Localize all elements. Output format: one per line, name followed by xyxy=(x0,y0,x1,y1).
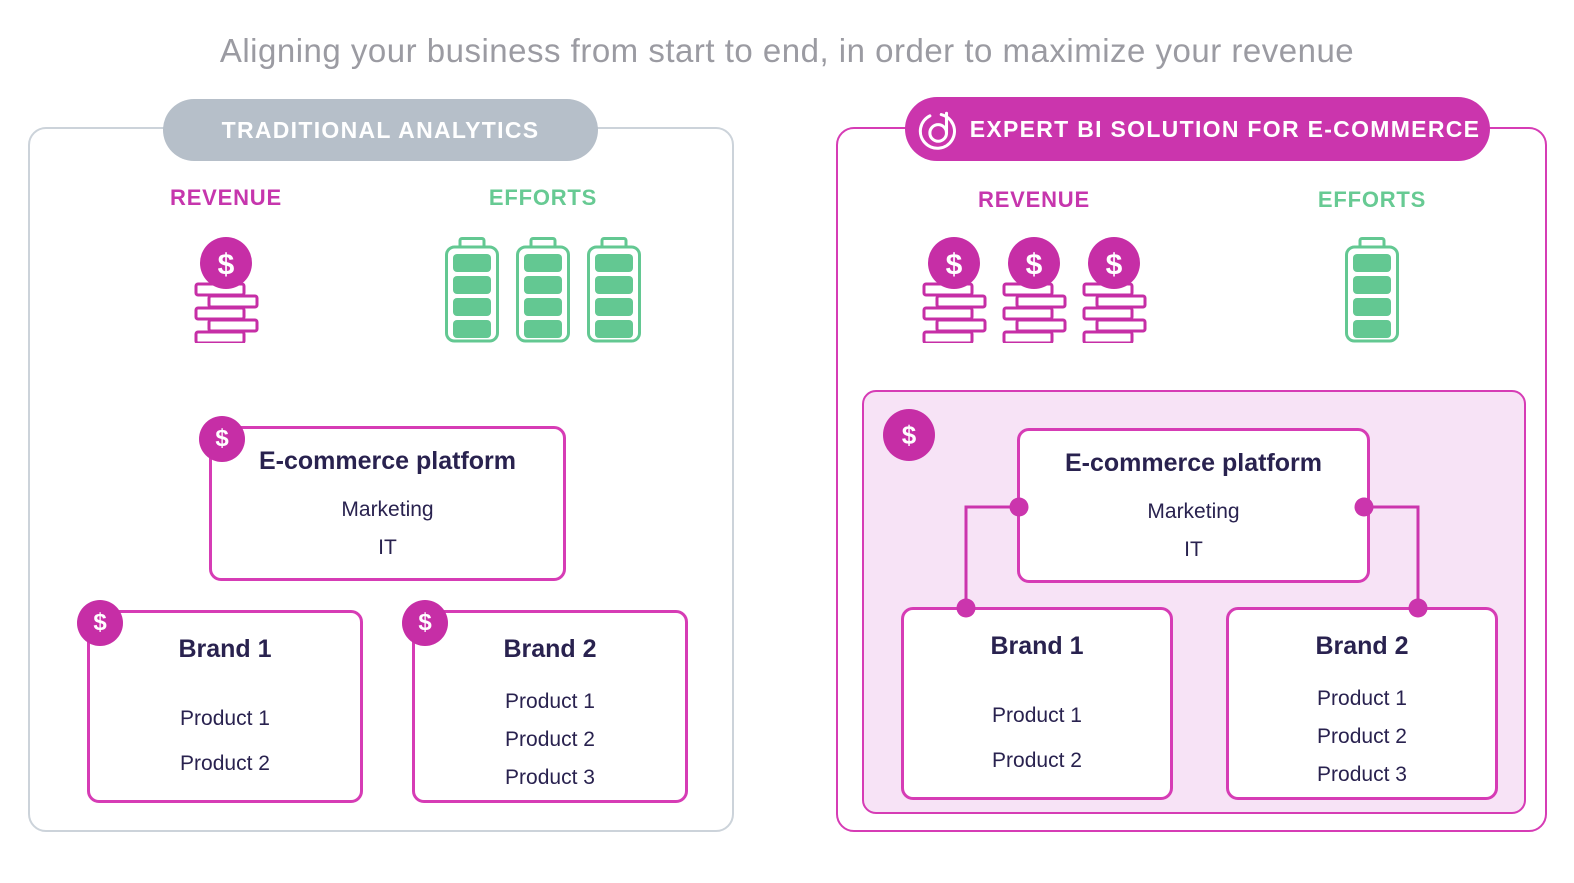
coin-stack-icon: $ xyxy=(1082,237,1147,343)
header-label: TRADITIONAL ANALYTICS xyxy=(221,116,540,143)
brand2-box: Brand 2 Product 1 Product 2 Product 3 xyxy=(1226,607,1498,800)
brand2-box: $ Brand 2 Product 1 Product 2 Product 3 xyxy=(402,600,688,803)
expert-bi-header: EXPERT BI SOLUTION FOR E-COMMERCE xyxy=(905,97,1490,161)
header-label: EXPERT BI SOLUTION FOR E-COMMERCE xyxy=(969,115,1481,142)
revenue-label: REVENUE xyxy=(978,187,1090,212)
panel-expert-bi-solution: REVENUE EFFORTS $ xyxy=(836,127,1547,832)
connector-line-brand2 xyxy=(1364,505,1420,608)
box-title: E-commerce platform xyxy=(1064,449,1323,477)
unified-solution-container: $ E-commerce platform Marketing IT xyxy=(862,390,1526,814)
battery-icon xyxy=(445,237,499,343)
platform-item: Marketing xyxy=(1147,500,1240,523)
connector-line-brand1 xyxy=(964,505,1018,608)
box-title: Brand 2 xyxy=(1315,632,1409,660)
platform-item: IT xyxy=(378,536,397,559)
box-title: Brand 2 xyxy=(503,635,597,663)
box-title: E-commerce platform xyxy=(258,447,517,475)
battery-icon xyxy=(516,237,570,343)
brand1-box: Brand 1 Product 1 Product 2 xyxy=(901,607,1173,800)
product-item: Product 2 xyxy=(505,728,595,751)
efforts-batteries xyxy=(1345,237,1399,343)
dollar-badge: $ xyxy=(199,416,245,462)
coin-stack-icon: $ xyxy=(194,237,259,343)
brand-logo-icon xyxy=(918,111,956,150)
svg-text:$: $ xyxy=(218,249,235,282)
svg-text:$: $ xyxy=(1106,249,1123,282)
product-item: Product 1 xyxy=(180,707,270,730)
revenue-label: REVENUE xyxy=(170,185,282,210)
product-item: Product 1 xyxy=(1317,687,1407,710)
brand1-box: $ Brand 1 Product 1 Product 2 xyxy=(77,600,363,803)
platform-item: IT xyxy=(1184,538,1203,561)
panel-traditional-analytics: REVENUE EFFORTS $ xyxy=(28,127,734,832)
battery-icon xyxy=(587,237,641,343)
product-item: Product 2 xyxy=(1317,725,1407,748)
traditional-analytics-header: TRADITIONAL ANALYTICS xyxy=(163,99,598,161)
dollar-badge: $ xyxy=(402,600,448,646)
product-item: Product 1 xyxy=(992,704,1082,727)
dollar-badge: $ xyxy=(77,600,123,646)
battery-icon xyxy=(1345,237,1399,343)
efforts-label: EFFORTS xyxy=(488,185,598,210)
product-item: Product 3 xyxy=(505,766,595,789)
product-item: Product 2 xyxy=(180,752,270,775)
coin-stack-icon: $ xyxy=(1002,237,1067,343)
dollar-badge: $ xyxy=(883,409,935,461)
product-item: Product 2 xyxy=(992,749,1082,772)
platform-item: Marketing xyxy=(341,498,434,521)
box-title: Brand 1 xyxy=(990,632,1084,660)
product-item: Product 3 xyxy=(1317,763,1407,786)
efforts-label: EFFORTS xyxy=(1317,187,1427,212)
svg-text:$: $ xyxy=(946,249,963,282)
revenue-coins: $ $ $ xyxy=(921,237,1147,343)
efforts-batteries xyxy=(445,237,641,343)
page-title: Aligning your business from start to end… xyxy=(219,32,1355,69)
box-title: Brand 1 xyxy=(178,635,272,663)
revenue-coins: $ xyxy=(193,237,259,343)
product-item: Product 1 xyxy=(505,690,595,713)
ecommerce-platform-box: $ E-commerce platform Marketing IT xyxy=(199,416,566,581)
ecommerce-platform-box: E-commerce platform Marketing IT xyxy=(1017,428,1370,583)
coin-stack-icon: $ xyxy=(922,237,987,343)
svg-text:$: $ xyxy=(1026,249,1043,282)
